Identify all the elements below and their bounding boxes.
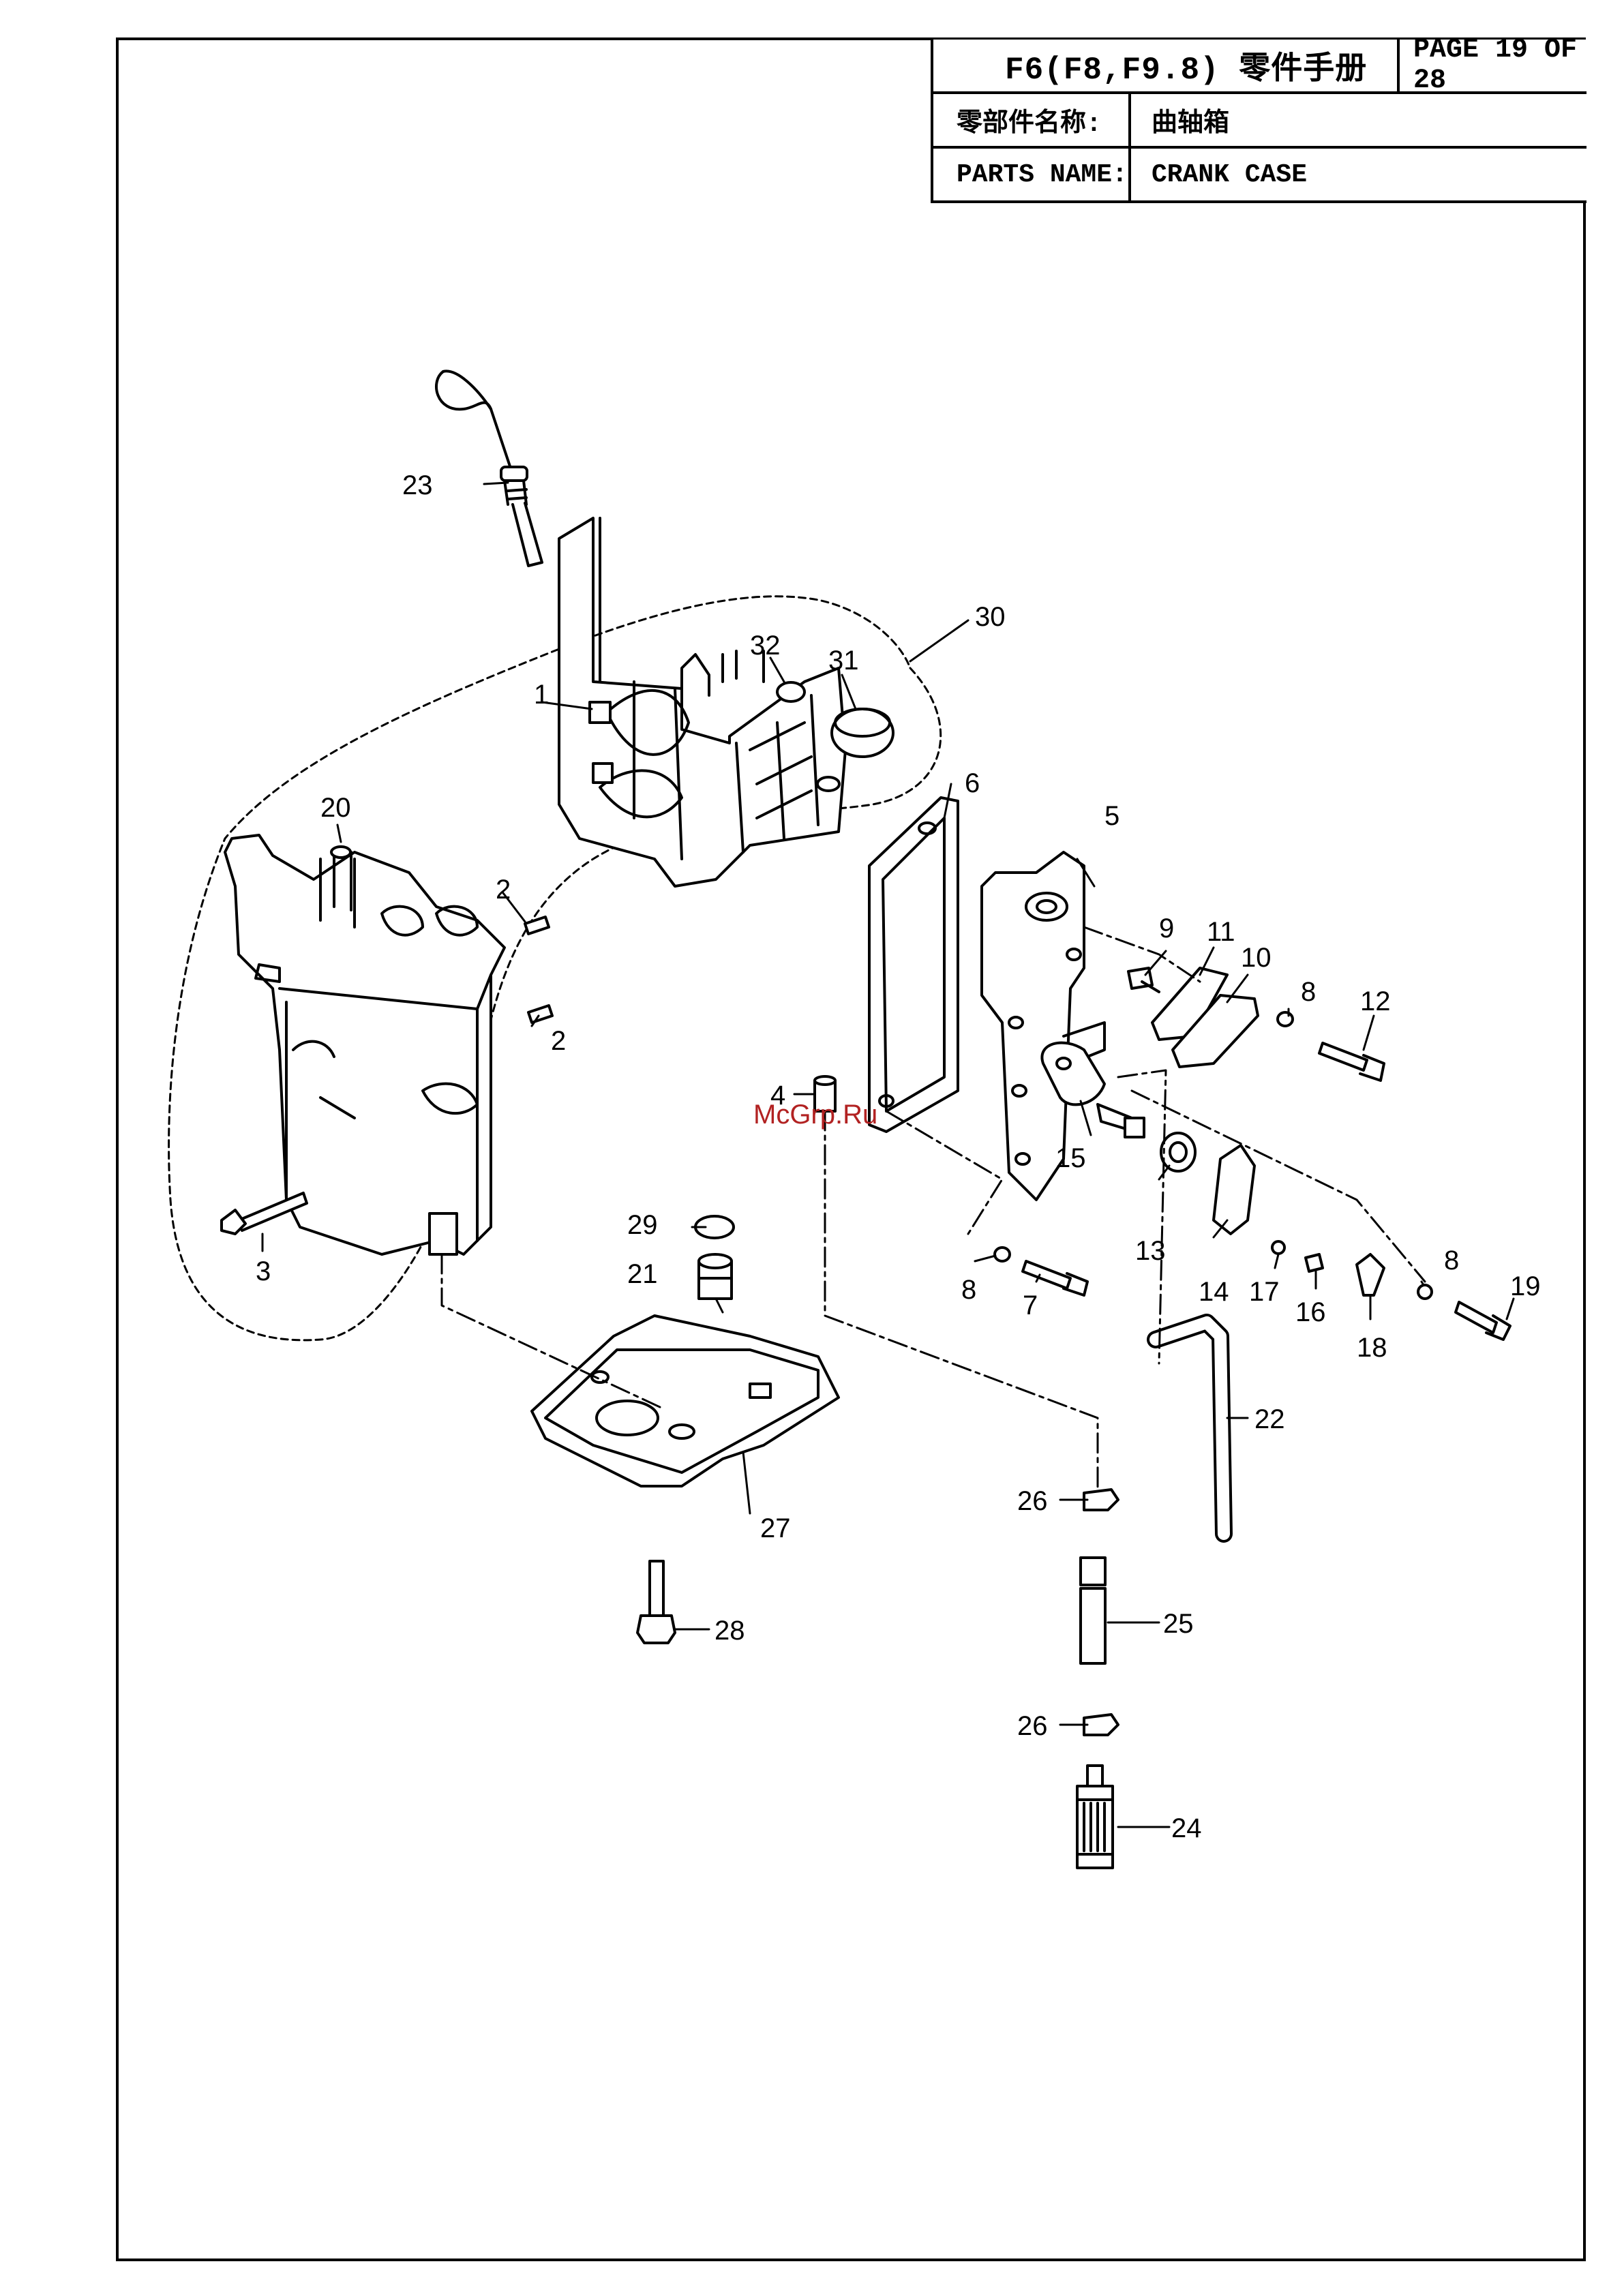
exhaust-cover-part bbox=[982, 852, 1104, 1200]
tube-25-part bbox=[1081, 1558, 1105, 1663]
base-gasket-part bbox=[532, 1316, 839, 1486]
screw-16-part bbox=[1306, 1254, 1323, 1271]
callout-6: 6 bbox=[965, 768, 980, 798]
dowel-pin-part bbox=[525, 917, 552, 1023]
callout-31: 31 bbox=[828, 646, 859, 676]
callout-27: 27 bbox=[760, 1513, 791, 1543]
cap-31-part bbox=[832, 709, 893, 757]
callout-11: 11 bbox=[1207, 917, 1235, 947]
washer-8-lower-part bbox=[995, 1248, 1010, 1261]
watermark-text: McGrp.Ru bbox=[753, 1100, 877, 1130]
callout-8-right: 8 bbox=[1444, 1245, 1459, 1275]
callout-17: 17 bbox=[1249, 1277, 1280, 1307]
callout-15: 15 bbox=[1055, 1143, 1086, 1173]
callout-3: 3 bbox=[256, 1256, 271, 1286]
clip-18-part bbox=[1357, 1254, 1384, 1295]
washer-8-right-part bbox=[1418, 1285, 1432, 1299]
callout-8-upper: 8 bbox=[1301, 977, 1316, 1007]
callout-26-lower: 26 bbox=[1017, 1711, 1048, 1741]
spring-32-part bbox=[777, 682, 805, 701]
fuel-filter-24-part bbox=[1077, 1766, 1113, 1868]
washer-8-upper-part bbox=[1278, 1012, 1293, 1026]
callout-10: 10 bbox=[1241, 943, 1272, 973]
base-bolt-part bbox=[637, 1561, 675, 1643]
lever-14-part bbox=[1214, 1145, 1254, 1234]
bolt-12-part bbox=[1319, 1043, 1384, 1081]
callout-9: 9 bbox=[1159, 913, 1174, 943]
clamp-26-upper-part bbox=[1084, 1490, 1118, 1510]
crankcase-body-part bbox=[559, 518, 845, 886]
callout-19: 19 bbox=[1510, 1271, 1541, 1301]
bolt-19-part bbox=[1456, 1302, 1510, 1340]
callout-28: 28 bbox=[715, 1616, 745, 1646]
callout-13: 13 bbox=[1135, 1236, 1166, 1266]
callout-26-upper: 26 bbox=[1017, 1486, 1048, 1516]
callout-12: 12 bbox=[1360, 986, 1391, 1016]
callout-1: 1 bbox=[534, 680, 549, 710]
callout-32: 32 bbox=[750, 631, 781, 661]
exhaust-gasket-part bbox=[869, 798, 958, 1132]
callout-30: 30 bbox=[975, 602, 1006, 632]
callout-24: 24 bbox=[1171, 1813, 1202, 1843]
washer-17-part bbox=[1272, 1241, 1284, 1254]
callout-16: 16 bbox=[1295, 1297, 1326, 1327]
callout-29: 29 bbox=[627, 1210, 658, 1240]
clamp-26-lower-part bbox=[1084, 1715, 1118, 1735]
callout-21: 21 bbox=[627, 1259, 658, 1289]
callout-20: 20 bbox=[320, 793, 351, 823]
cylinder-block-part bbox=[225, 835, 505, 1254]
callout-14: 14 bbox=[1199, 1277, 1229, 1307]
bushing-13-part bbox=[1161, 1133, 1195, 1171]
dipstick-part bbox=[436, 371, 542, 566]
callout-18: 18 bbox=[1357, 1333, 1387, 1363]
callout-2-upper: 2 bbox=[496, 875, 511, 905]
callout-8-lower: 8 bbox=[961, 1275, 976, 1305]
callout-22: 22 bbox=[1254, 1404, 1285, 1434]
callout-7: 7 bbox=[1023, 1290, 1038, 1320]
callout-23: 23 bbox=[402, 470, 433, 500]
hose-22-part bbox=[1156, 1323, 1224, 1534]
callout-25: 25 bbox=[1163, 1609, 1194, 1639]
callout-5: 5 bbox=[1104, 801, 1119, 831]
union-fitting-part bbox=[699, 1254, 732, 1299]
callout-2-lower: 2 bbox=[551, 1026, 566, 1056]
small-bolt-9-part bbox=[1128, 968, 1159, 992]
